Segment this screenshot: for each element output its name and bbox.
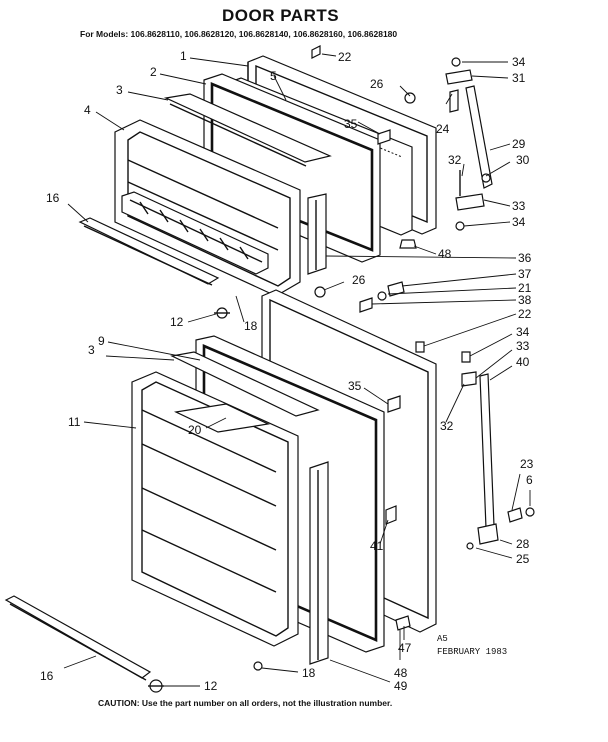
lower-small-parts [148, 341, 425, 693]
callout-31: 31 [512, 71, 526, 85]
callout-30: 30 [516, 153, 530, 167]
callout-49: 49 [394, 679, 408, 693]
callout-5: 5 [270, 69, 277, 83]
callout-37: 37 [518, 267, 532, 281]
callout-36: 36 [518, 251, 532, 265]
caution-note: CAUTION: Use the part number on all orde… [98, 698, 393, 708]
upper-handle-trim [78, 217, 220, 286]
callout-25: 25 [516, 552, 530, 566]
callout-34: 34 [516, 325, 530, 339]
freezer-trim [163, 93, 332, 167]
callout-33: 33 [512, 199, 526, 213]
callout-20: 20 [188, 423, 202, 437]
callout-35: 35 [344, 117, 358, 131]
models-line: For Models: 106.8628110, 106.8628120, 10… [80, 29, 398, 39]
revision-date: FEBRUARY 1983 [437, 647, 508, 657]
leader-lines [63, 53, 531, 687]
callout-28: 28 [516, 537, 530, 551]
callout-1: 1 [180, 49, 187, 63]
callout-12: 12 [204, 679, 218, 693]
callout-32: 32 [448, 153, 462, 167]
callout-29: 29 [512, 137, 526, 151]
callout-22: 22 [518, 307, 532, 321]
callout-11: 11 [68, 415, 81, 429]
lower-hinge-assembly [461, 351, 535, 550]
callout-24: 24 [436, 122, 450, 136]
callout-41: 41 [370, 539, 384, 553]
callout-4: 4 [84, 103, 91, 117]
callout-2: 2 [150, 65, 157, 79]
callout-16: 16 [46, 191, 60, 205]
callout-34: 34 [512, 215, 526, 229]
freezer-inner-liner [114, 119, 301, 297]
revision-code: A5 [437, 634, 448, 644]
callout-26: 26 [352, 273, 366, 287]
callout-48: 48 [394, 666, 408, 680]
callout-33: 33 [516, 339, 530, 353]
callout-48: 48 [438, 247, 452, 261]
fresh-food-breaker-strip [309, 461, 329, 665]
callout-3: 3 [88, 343, 95, 357]
fresh-food-inner-liner [131, 371, 299, 647]
callout-18: 18 [244, 319, 258, 333]
callout-26: 26 [370, 77, 384, 91]
callout-23: 23 [520, 457, 534, 471]
callout-35: 35 [348, 379, 362, 393]
callout-labels: 1 2 3 4 5 22 26 35 34 31 24 29 30 32 33 … [40, 49, 534, 693]
callout-34: 34 [512, 55, 526, 69]
callout-32: 32 [440, 419, 454, 433]
upper-hinge-assembly [445, 57, 493, 231]
callout-38: 38 [518, 293, 532, 307]
page-title: DOOR PARTS [222, 6, 340, 25]
callout-9: 9 [98, 334, 105, 348]
callout-22: 22 [338, 50, 352, 64]
callout-3: 3 [116, 83, 123, 97]
callout-47: 47 [398, 641, 412, 655]
lower-handle-trim [4, 595, 152, 681]
callout-12: 12 [170, 315, 184, 329]
callout-6: 6 [526, 473, 533, 487]
callout-16: 16 [40, 669, 54, 683]
upper-small-parts [311, 45, 417, 313]
callout-21: 21 [518, 281, 532, 295]
callout-40: 40 [516, 355, 530, 369]
freezer-breaker-strip [307, 193, 327, 275]
fresh-food-trim [170, 351, 320, 417]
callout-18: 18 [302, 666, 316, 680]
upper-screw-12 [214, 307, 230, 319]
